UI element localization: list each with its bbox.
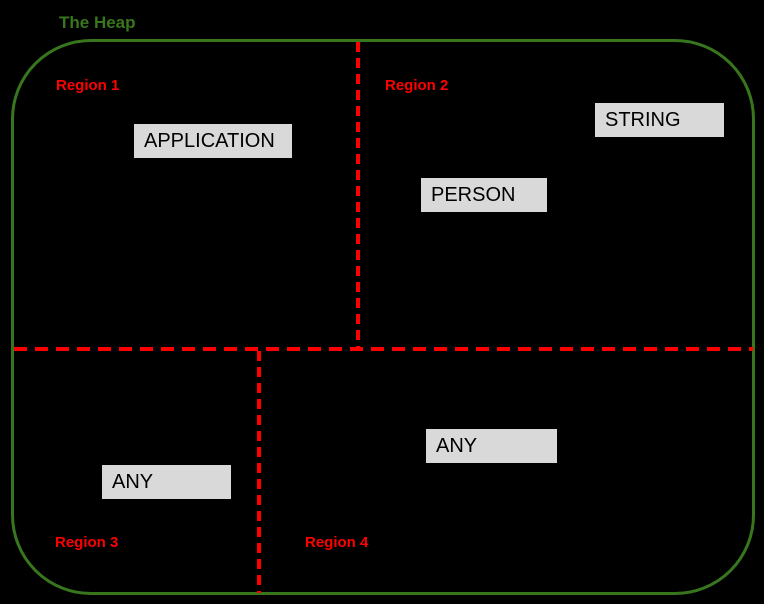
region-4-label: Region 4 [305, 534, 369, 551]
object-box-any-region3: ANY [101, 464, 232, 500]
region-1-label: Region 1 [56, 77, 120, 94]
object-box-application: APPLICATION [133, 123, 293, 159]
region-2-label: Region 2 [385, 77, 449, 94]
region-divider-vertical-bottom [257, 351, 261, 593]
region-divider-horizontal [14, 347, 753, 351]
object-box-any-region4: ANY [425, 428, 558, 464]
region-divider-vertical-top [356, 42, 360, 348]
heap-boundary-outline [11, 39, 755, 595]
object-box-person: PERSON [420, 177, 548, 213]
object-box-string: STRING [594, 102, 725, 138]
region-3-label: Region 3 [55, 534, 119, 551]
heap-title: The Heap [59, 13, 136, 32]
